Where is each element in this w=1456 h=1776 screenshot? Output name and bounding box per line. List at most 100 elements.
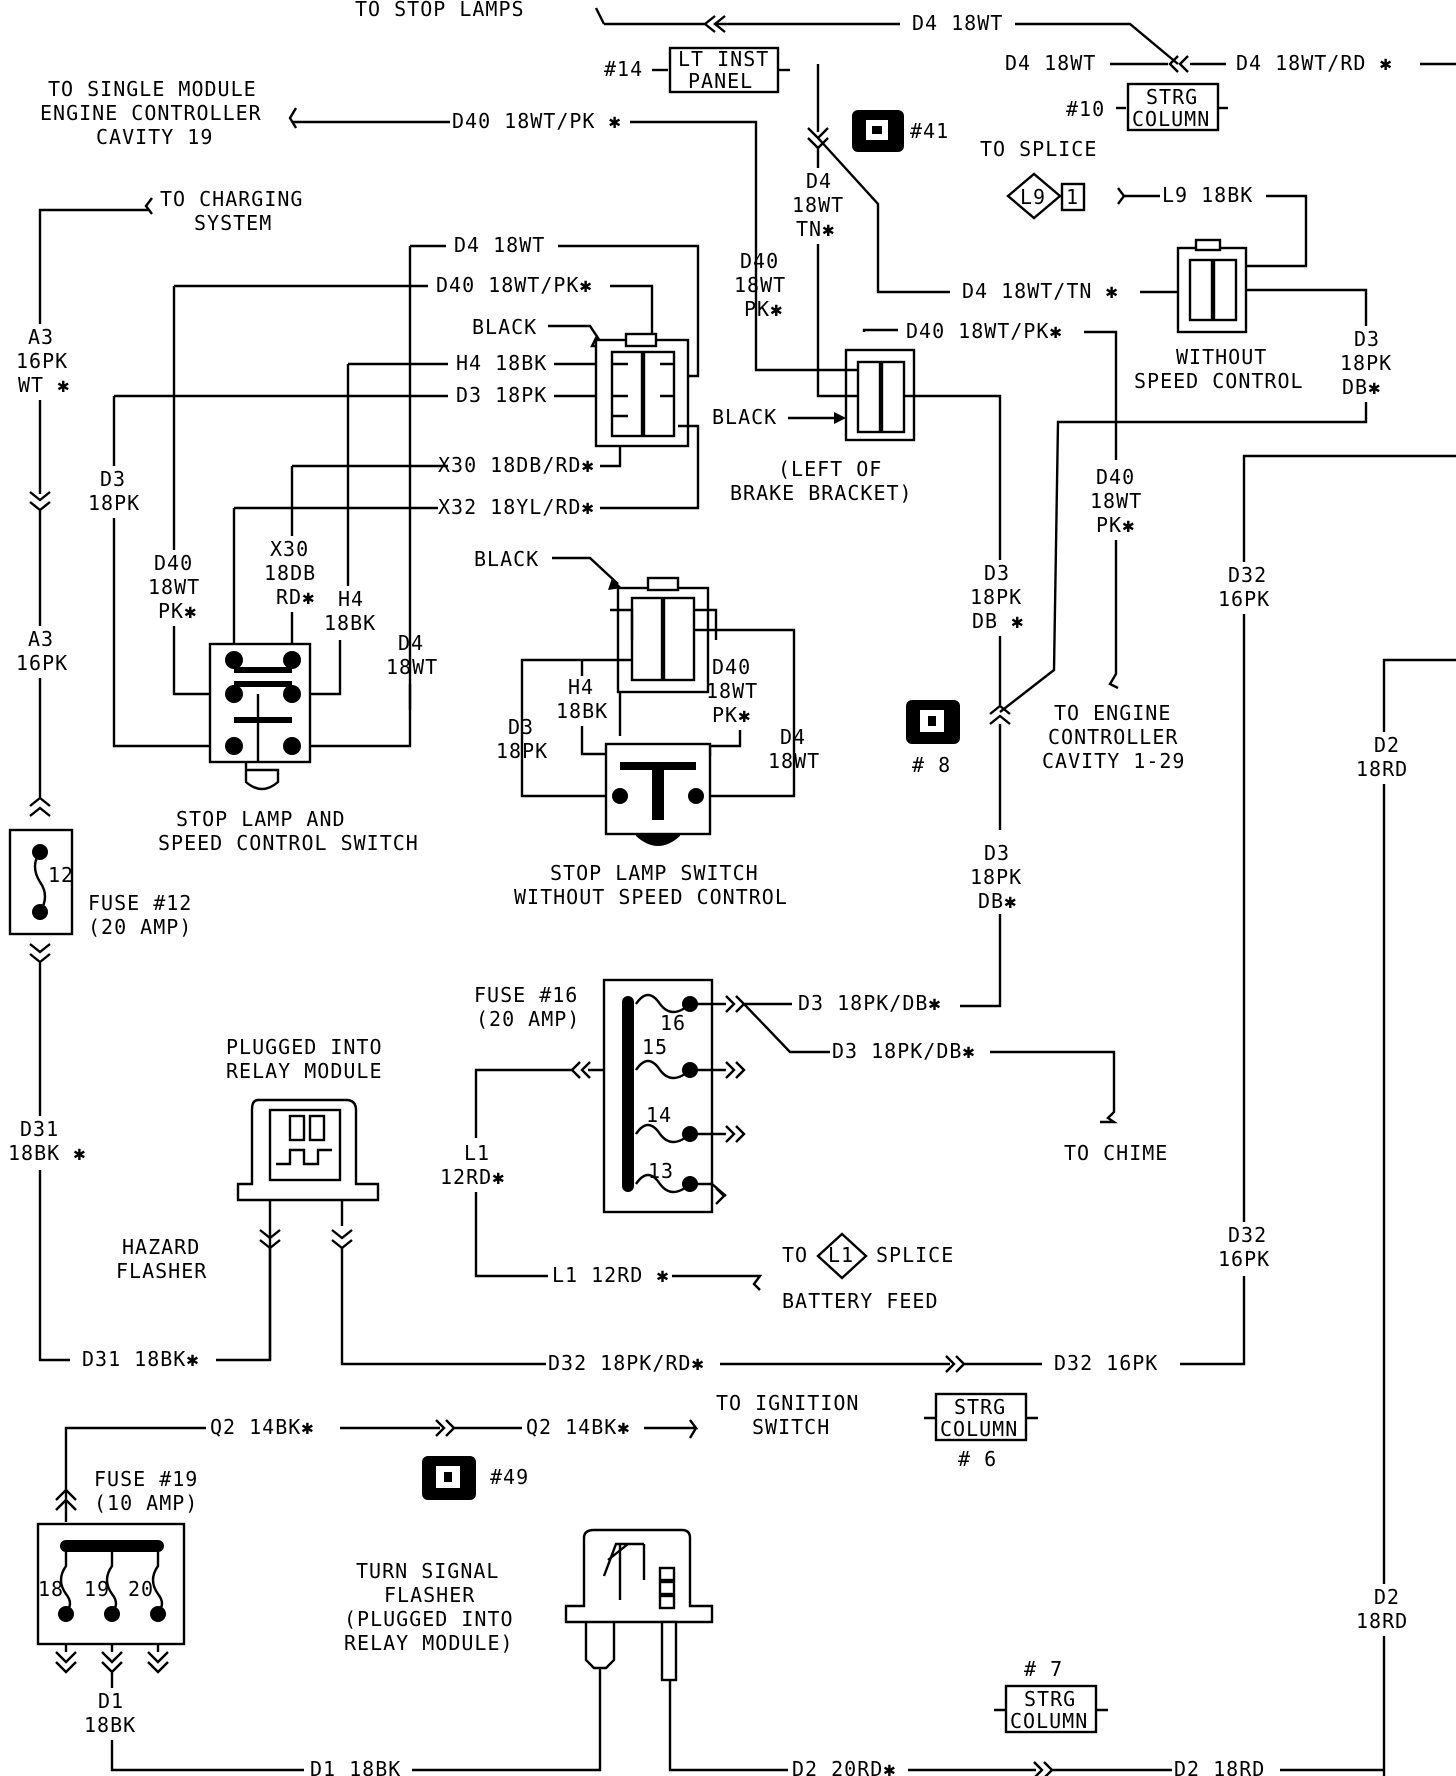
strg-6-line1: STRG: [954, 1395, 1006, 1419]
to-ignition-1: TO IGNITION: [716, 1391, 859, 1415]
ref-8: # 8: [912, 753, 951, 777]
bracket-black-label: BLACK: [712, 405, 777, 429]
tsf-4: RELAY MODULE): [344, 1631, 514, 1655]
battery-feed-label: BATTERY FEED: [782, 1289, 939, 1313]
d4-tn-v-1: D4: [806, 169, 832, 193]
d32-2: 16PK: [1218, 587, 1270, 611]
without-sc-1: WITHOUT: [1176, 345, 1267, 369]
lt-inst-panel-line1: LT INST: [678, 47, 769, 71]
a3b-label-2: 16PK: [16, 651, 68, 675]
to-engine-1: TO ENGINE: [1054, 701, 1171, 725]
nsc-d40-3: PK✱: [712, 703, 751, 727]
d3-fuse-a: D3 18PK/DB✱: [798, 991, 941, 1015]
d1-18bk-label: D1 18BK: [310, 1757, 401, 1776]
sc-d4-v-2: 18WT: [386, 655, 438, 679]
d40-v-1: D40: [740, 249, 779, 273]
to-stop-lamps-label: TO STOP LAMPS: [355, 0, 525, 21]
ref-14: #14: [604, 57, 643, 81]
sc-x30-v-2: 18DB: [264, 561, 316, 585]
d4-18wt-label-top: D4 18WT: [912, 11, 1003, 35]
strg-column-box-6: [934, 1392, 1028, 1442]
ref-7: # 7: [1024, 1657, 1063, 1681]
connector-8-icon: [906, 700, 960, 744]
ref-49: #49: [490, 1465, 529, 1489]
single-module-line2: ENGINE CONTROLLER: [40, 101, 262, 125]
d40-v-2: 18WT: [734, 273, 786, 297]
fuse16-title-1: FUSE #16: [474, 983, 578, 1007]
strg-7-line2: COLUMN: [1010, 1709, 1088, 1733]
d3db-2: 18PK: [1340, 351, 1392, 375]
sc-connector: [594, 332, 690, 448]
sc-d3-v-2: 18PK: [88, 491, 140, 515]
l1-v-1: L1: [464, 1141, 490, 1165]
d3db-1: D3: [1354, 327, 1380, 351]
tsf-1: TURN SIGNAL: [356, 1559, 499, 1583]
d40r-2: 18WT: [1090, 489, 1142, 513]
d3c-2: 18PK: [970, 585, 1022, 609]
fuse19-title-1: FUSE #19: [94, 1467, 198, 1491]
tsf-3: (PLUGGED INTO: [344, 1607, 514, 1631]
d4-tn-v-2: 18WT: [792, 193, 844, 217]
without-speed-control-connector: [1176, 238, 1248, 334]
hazard-flasher: [236, 1098, 380, 1226]
q2-label-b: Q2 14BK✱: [526, 1415, 630, 1439]
to-engine-2: CONTROLLER: [1048, 725, 1178, 749]
brake-bracket-2: BRAKE BRACKET): [730, 481, 913, 505]
turn-signal-flasher: [564, 1528, 714, 1682]
nsc-h4-1: H4: [568, 675, 594, 699]
fuse-13-number: 13: [648, 1159, 674, 1183]
nsc-d3-1: D3: [508, 715, 534, 739]
connector-49-icon: [422, 1456, 476, 1500]
to-splice-label: TO SPLICE: [980, 137, 1097, 161]
nsc-d40-2: 18WT: [706, 679, 758, 703]
strg-column-10-line2: COLUMN: [1132, 107, 1210, 131]
fuse16-title-2: (20 AMP): [476, 1007, 580, 1031]
l1-h-label: L1 12RD ✱: [552, 1263, 669, 1287]
sc-title-2: SPEED CONTROL SWITCH: [158, 831, 419, 855]
d2-20rd-label: D2 20RD✱: [792, 1757, 896, 1776]
nsc-d4-2: 18WT: [768, 749, 820, 773]
lt-inst-panel-line2: PANEL: [688, 69, 753, 93]
to-ignition-2: SWITCH: [752, 1415, 830, 1439]
nsc-connector: [610, 576, 718, 694]
single-module-line1: TO SINGLE MODULE: [48, 77, 257, 101]
sc-d40v-2: 18WT: [148, 575, 200, 599]
to-chime-label: TO CHIME: [1064, 1141, 1168, 1165]
d3c-1: D3: [984, 561, 1010, 585]
l1-splice-icon: [816, 1232, 868, 1280]
sc-d40-v-1: D40: [154, 551, 193, 575]
nsc-d40-1: D40: [712, 655, 751, 679]
strg-6-line2: COLUMN: [940, 1417, 1018, 1441]
nsc-d3-2: 18PK: [496, 739, 548, 763]
sc-h4-label: H4 18BK: [456, 351, 547, 375]
plug-relay-2: RELAY MODULE: [226, 1059, 383, 1083]
brake-bracket-connector: [840, 348, 1002, 560]
d31-label-2: 18BK ✱: [8, 1141, 86, 1165]
q2-label-a: Q2 14BK✱: [210, 1415, 314, 1439]
to-l1: TO: [782, 1243, 808, 1267]
sc-title-1: STOP LAMP AND: [176, 807, 346, 831]
d4-tn-h-label: D4 18WT/TN ✱: [962, 279, 1119, 303]
sc-d4-v-1: D4: [398, 631, 424, 655]
brake-bracket-1: (LEFT OF: [778, 457, 882, 481]
fuse-12-amp: (20 AMP): [88, 915, 192, 939]
sc-h4-v-2: 18BK: [324, 611, 376, 635]
a3-label-2: 16PK: [16, 349, 68, 373]
sc-d40v-3: PK✱: [158, 599, 197, 623]
a3-label-3: WT ✱: [18, 373, 70, 397]
d2-2: 18RD: [1356, 757, 1408, 781]
l9-18bk-label: L9 18BK: [1162, 183, 1253, 207]
d32b-2: 16PK: [1218, 1247, 1270, 1271]
splice-label: SPLICE: [876, 1243, 954, 1267]
sc-d3-label: D3 18PK: [456, 383, 547, 407]
a3-label-1: A3: [28, 325, 54, 349]
strg-column-box-10: [1126, 82, 1220, 132]
ref-10: #10: [1066, 97, 1105, 121]
stop-lamp-switch-no-sc: [604, 742, 712, 846]
d2b-1: D2: [1374, 1585, 1400, 1609]
without-sc-2: SPEED CONTROL: [1134, 369, 1304, 393]
d1-v-2: 18BK: [84, 1713, 136, 1737]
stop-lamp-speed-control-switch: [208, 642, 312, 791]
nsc-d4-1: D4: [780, 725, 806, 749]
